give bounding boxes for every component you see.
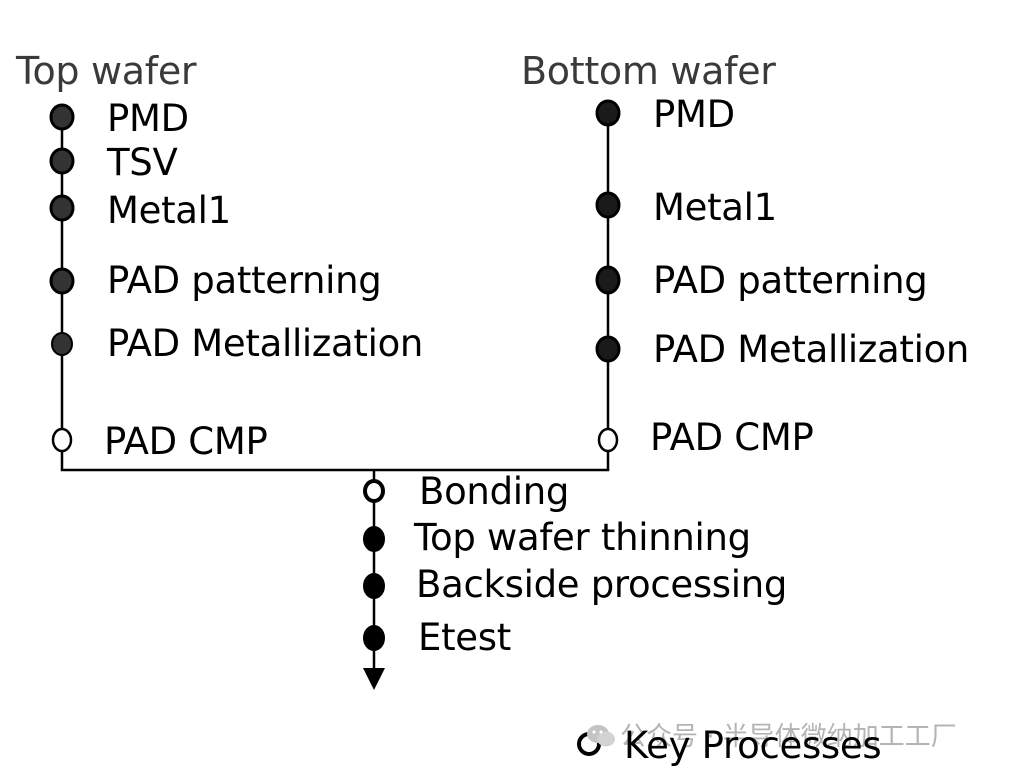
- merged-step-top-wafer-thinning: Top wafer thinning: [414, 516, 751, 559]
- down-arrow-icon: [363, 668, 385, 690]
- marker-bottom-pad-metallization: [595, 335, 621, 363]
- marker-bottom-metal1: [595, 191, 621, 219]
- merged-step-bonding: Bonding: [419, 470, 570, 513]
- merged-step-backside-processing: Backside processing: [416, 563, 788, 606]
- bottom-step-pad-patterning: PAD patterning: [653, 259, 928, 302]
- bottom-step-pad-metallization: PAD Metallization: [653, 328, 970, 371]
- marker-top-metal1: [49, 194, 75, 222]
- bottom-step-pmd: PMD: [653, 93, 735, 136]
- marker-top-pad-cmp: [51, 427, 73, 453]
- top-step-pad-cmp: PAD CMP: [104, 420, 268, 463]
- marker-top-pad-patterning: [49, 267, 75, 295]
- top-wafer-title: Top wafer: [16, 49, 197, 93]
- top-step-pmd: PMD: [107, 97, 189, 140]
- merged-step-etest: Etest: [418, 616, 511, 659]
- marker-etest: [363, 625, 385, 651]
- marker-top-tsv: [49, 147, 75, 175]
- top-step-tsv: TSV: [107, 141, 178, 184]
- top-step-pad-metallization: PAD Metallization: [107, 322, 424, 365]
- marker-top-wafer-thinning: [363, 526, 385, 552]
- bottom-step-pad-cmp: PAD CMP: [650, 416, 814, 459]
- marker-bottom-pad-patterning: [595, 265, 621, 295]
- marker-bonding: [363, 479, 385, 503]
- marker-bottom-pad-cmp: [597, 427, 619, 453]
- bottom-wafer-title: Bottom wafer: [521, 49, 776, 93]
- marker-top-pmd: [49, 103, 75, 131]
- watermark-text: 公众号 · 半导体微纳加工工厂: [620, 722, 957, 752]
- marker-bottom-pmd: [595, 99, 621, 127]
- wechat-icon: [587, 725, 615, 747]
- marker-top-pad-metallization: [51, 332, 73, 356]
- top-step-metal1: Metal1: [107, 189, 231, 232]
- bottom-step-metal1: Metal1: [653, 186, 777, 229]
- marker-backside-processing: [363, 573, 385, 599]
- top-step-pad-patterning: PAD patterning: [107, 259, 382, 302]
- legend-key-processes-label: Key Processes: [624, 724, 882, 767]
